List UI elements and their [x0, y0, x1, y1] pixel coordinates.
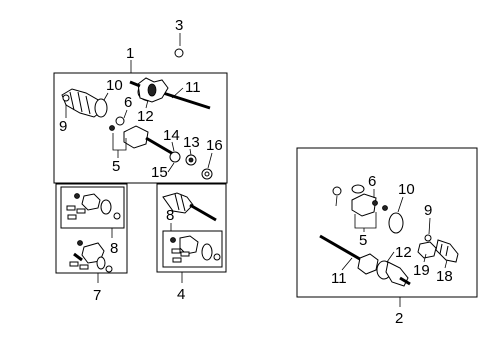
bracket-5-right	[354, 212, 377, 229]
assembly-box-7	[55, 183, 128, 274]
part-13-hub	[188, 157, 194, 163]
joint-part-5	[109, 125, 176, 157]
leader-18	[444, 259, 448, 269]
part-19	[417, 241, 437, 259]
clip-part-3	[174, 48, 184, 58]
callout-3: 3	[175, 17, 183, 34]
callout-7: 7	[93, 287, 101, 304]
leader-10	[103, 92, 109, 101]
callout-15: 15	[151, 164, 168, 181]
part-9-right	[424, 234, 432, 242]
assembly-box-1	[53, 72, 228, 184]
callout-6: 6	[124, 94, 132, 111]
leader-15	[167, 162, 175, 173]
leader-17	[335, 195, 338, 207]
joint-part-5-right	[351, 184, 388, 217]
callout-13: 13	[183, 134, 200, 151]
leader-12	[145, 99, 149, 109]
leader-16	[207, 152, 213, 169]
bracket-5	[112, 133, 127, 151]
callout-16: 16	[206, 137, 223, 154]
callout-5: 5	[112, 158, 120, 175]
boot-part-18	[435, 239, 459, 263]
kit-subbox-8	[60, 186, 125, 229]
callout-10: 10	[106, 77, 123, 94]
kit-parts-upper	[66, 193, 121, 220]
assembly-box-4	[156, 183, 227, 273]
part-16-hub	[204, 171, 210, 177]
callout-8b: 8	[166, 207, 174, 224]
callout-5-right: 5	[359, 232, 367, 249]
upper-shaft	[129, 77, 211, 110]
clamp-part-10-right	[388, 212, 404, 234]
ring-part-6	[115, 116, 125, 126]
leader-6	[123, 109, 128, 119]
box4-shaft	[162, 192, 217, 222]
callout-10-right: 10	[398, 181, 415, 198]
leader-14	[171, 141, 175, 152]
callout-19: 19	[413, 262, 430, 279]
kit-parts-lower	[69, 240, 113, 273]
callout-9: 9	[59, 118, 67, 135]
leader-9-right	[428, 217, 431, 235]
callout-12: 12	[137, 108, 154, 125]
leader-13	[189, 148, 192, 156]
assembly-box-2	[296, 147, 478, 298]
callout-14: 14	[163, 127, 180, 144]
callout-11-right: 11	[331, 270, 347, 287]
clamp-part-10	[94, 98, 108, 118]
leader-11-right	[341, 257, 353, 271]
callout-1: 1	[126, 45, 134, 62]
kit-subbox-4	[162, 230, 223, 268]
callout-12-right: 12	[395, 244, 412, 261]
callout-4: 4	[177, 286, 185, 303]
part-17	[332, 186, 342, 196]
callout-18: 18	[436, 268, 453, 285]
callout-6-right: 6	[368, 173, 376, 190]
leader-19	[423, 253, 427, 263]
callout-9-right: 9	[424, 202, 432, 219]
part-14	[169, 151, 181, 163]
callout-11: 11	[185, 79, 201, 96]
leader-10-right	[397, 196, 404, 213]
leader-12-right	[386, 251, 395, 263]
lower-shaft	[319, 234, 411, 287]
callout-2: 2	[395, 310, 403, 327]
callout-8a: 8	[110, 240, 118, 257]
leader-11	[171, 87, 184, 99]
box4-kit-parts	[170, 235, 221, 263]
